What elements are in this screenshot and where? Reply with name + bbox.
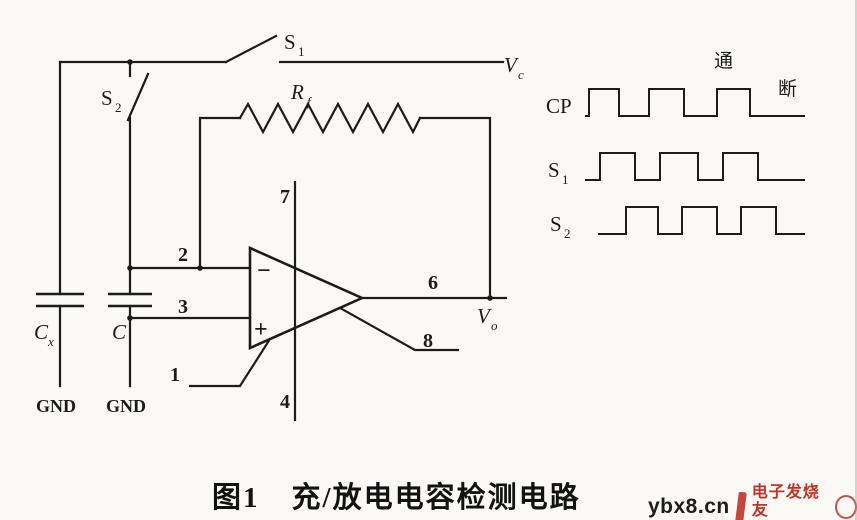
switch-s1-sub: 1 (298, 44, 305, 59)
pin2-label: 2 (178, 244, 188, 266)
switch-s1-label: S (284, 30, 296, 54)
gnd-right-label: GND (106, 396, 146, 416)
resistor-rf-zigzag (238, 101, 422, 135)
waveform-s2-trace (598, 206, 805, 235)
vc-sub: c (518, 67, 524, 82)
switch-off-label: 断 (778, 78, 797, 100)
watermark-red-stamp-icon (734, 491, 747, 520)
watermark: ybx8.cn 电子发烧友 www.elecfans.com (648, 484, 857, 520)
figure-caption: 图1 充/放电电容检测电路 (212, 474, 581, 516)
waveform-s1-sub: 1 (562, 172, 569, 187)
waveform-cp-trace (585, 88, 805, 117)
opamp (127, 180, 508, 422)
figure-title: 充/放电电容检测电路 (291, 482, 581, 514)
timing-diagram: 通 断 CP S 1 S 2 (546, 50, 805, 241)
waveform-s1-label: S (548, 158, 560, 182)
capacitor-cx-label: C (34, 320, 49, 344)
switch-s1-blade (224, 34, 278, 64)
switch-on-label: 通 (714, 50, 733, 72)
opamp-minus-sign: − (257, 258, 271, 284)
watermark-seal-icon (835, 495, 857, 520)
vo-sub: o (491, 318, 498, 333)
capacitor-c-label: C (112, 320, 127, 344)
watermark-brand-text: 电子发烧友 (751, 484, 820, 520)
switch-s2-sub: 2 (115, 100, 122, 115)
scan-edge-artifact (855, 0, 857, 520)
capacitor-cx-sub: x (47, 334, 54, 349)
switch-s2-label: S (101, 86, 113, 110)
resistor-rf-sub: f (307, 94, 313, 109)
gnd-left-label: GND (36, 396, 76, 416)
opamp-plus-sign: + (254, 317, 268, 343)
waveform-s2-label: S (550, 212, 562, 236)
pin8-label: 8 (423, 330, 433, 352)
opamp-triangle (248, 245, 366, 351)
waveform-s2-sub: 2 (564, 226, 571, 241)
watermark-site-text: ybx8.cn (648, 495, 730, 519)
pin1-wire (188, 337, 272, 388)
resistor-rf-label: R (290, 80, 304, 104)
switch-s2-blade (126, 72, 150, 122)
waveform-s1-trace (585, 152, 805, 181)
feedback-right-wire (418, 116, 492, 300)
feedback-left-wire (198, 116, 242, 270)
vc-label: V (504, 53, 519, 77)
vo-label: V (477, 304, 492, 328)
pin1-label: 1 (170, 364, 180, 386)
capacitor-cx-branch (36, 60, 84, 388)
figure-number: 图1 (212, 482, 260, 514)
pin3-label: 3 (178, 296, 188, 318)
pin7-label: 7 (280, 186, 290, 208)
feedback-network (197, 101, 493, 301)
pin8-wire (338, 306, 460, 352)
pin6-label: 6 (428, 272, 438, 294)
waveform-cp-label: CP (546, 94, 572, 118)
switch-s1-branch (58, 34, 505, 64)
pin4-label: 4 (280, 391, 290, 413)
